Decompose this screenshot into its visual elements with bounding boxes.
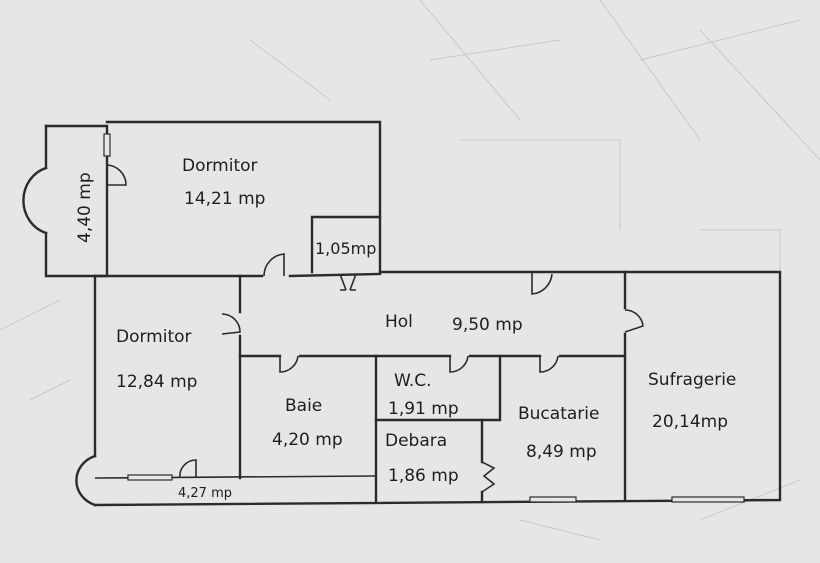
door-dormitor-1	[263, 253, 285, 277]
dormitor-1-name: Dormitor	[182, 156, 258, 176]
closet-walls	[310, 215, 382, 274]
dormitor-2-area: 12,84 mp	[116, 372, 197, 392]
hol-area: 9,50 mp	[452, 315, 523, 335]
room-labels: 4,40 mp Dormitor 14,21 mp 1,05mp Dormito…	[75, 156, 736, 501]
wc-name: W.C.	[394, 371, 432, 391]
bucatarie-area: 8,49 mp	[526, 442, 597, 462]
window-bucatarie	[529, 496, 577, 503]
door-dormitor-2	[221, 313, 241, 335]
outer-wall-bottom	[93, 270, 782, 507]
window-sufragerie	[671, 496, 745, 503]
windows	[103, 133, 745, 503]
door-wc	[449, 355, 469, 373]
debara-name: Debara	[385, 431, 447, 451]
dormitor-2-name: Dormitor	[116, 327, 192, 347]
bucatarie-name: Bucatarie	[518, 404, 599, 424]
sufragerie-name: Sufragerie	[648, 370, 736, 390]
outer-wall-top-mid	[288, 272, 382, 278]
wc-area: 1,91 mp	[388, 399, 459, 419]
window-dormitor-2	[127, 474, 173, 481]
baie-name: Baie	[285, 396, 322, 416]
sufragerie-area: 20,14mp	[652, 412, 728, 432]
door-balcony-bottom	[179, 459, 197, 479]
baie-area: 4,20 mp	[272, 430, 343, 450]
door-balcony-top	[106, 164, 127, 186]
hol-name: Hol	[385, 312, 413, 332]
background-grid	[0, 0, 820, 541]
balcony-arcs	[22, 166, 97, 507]
door-sufragerie	[624, 309, 644, 333]
door-bucatarie	[539, 355, 559, 373]
doors	[106, 164, 644, 493]
balcony-top-area: 4,40 mp	[75, 172, 95, 243]
balcony-bottom-area: 4,27 mp	[178, 486, 232, 501]
door-hol-top	[531, 272, 553, 295]
closet-area: 1,05mp	[315, 239, 376, 258]
door-closet	[339, 273, 357, 291]
debara-area: 1,86 mp	[388, 466, 459, 486]
door-debara	[481, 461, 496, 493]
door-baie	[279, 355, 299, 373]
dormitor-1-walls	[105, 120, 382, 274]
balcony-top-arc	[22, 166, 48, 235]
window-balcony-top	[103, 133, 111, 157]
wc-bucatarie-wall	[374, 354, 502, 422]
balcony-bottom-arc	[75, 454, 97, 507]
dormitor-1-area: 14,21 mp	[184, 189, 265, 209]
